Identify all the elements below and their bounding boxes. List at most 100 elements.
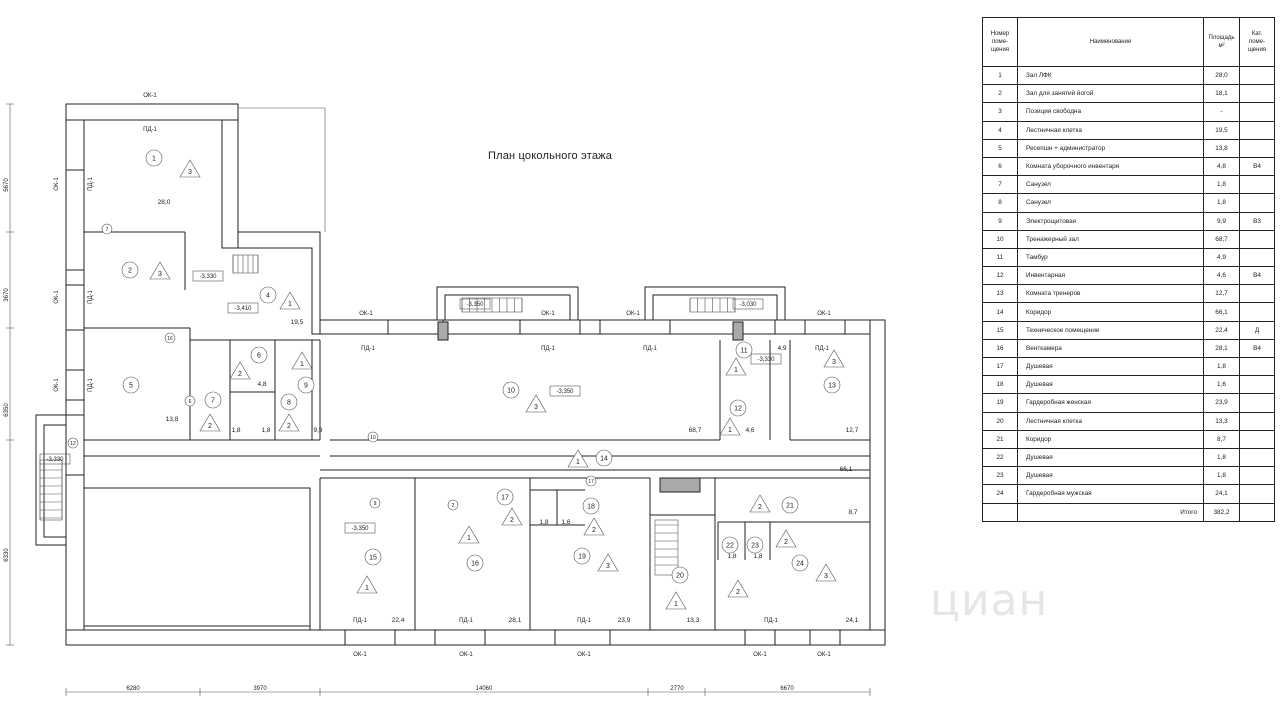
window-label-ok: ОК-1 <box>54 290 60 304</box>
room-area: 1,8 <box>1203 447 1240 468</box>
category-triangle <box>501 507 523 526</box>
light-well-right-inner <box>652 294 778 320</box>
room-area: 4,6 <box>745 427 754 434</box>
room-category: 3 <box>534 404 538 411</box>
room-name: Инвентарная <box>1017 266 1204 286</box>
room-number: 17 <box>501 495 509 502</box>
room-category <box>1239 247 1275 268</box>
category-triangle <box>719 417 741 436</box>
room-area: 13,3 <box>687 617 700 624</box>
window-opening <box>65 284 85 331</box>
category-triangle <box>775 529 797 548</box>
room-area: 22,4 <box>1203 320 1240 340</box>
window-label-ok: ОК-1 <box>353 652 367 658</box>
room-number: 12 <box>734 406 742 413</box>
column-hatch <box>437 321 449 341</box>
stair-flight <box>461 297 523 313</box>
room-number: 18 <box>982 375 1018 395</box>
window-label-pd: ПД-1 <box>88 289 94 303</box>
stair-flight <box>232 254 259 274</box>
wall-right <box>869 319 886 646</box>
level-mark: -3,030 <box>739 302 757 308</box>
room-area: 4,6 <box>1203 266 1240 286</box>
room-name: Зал ЛФК <box>1017 65 1204 86</box>
room-area: 23,9 <box>1203 393 1240 413</box>
room-number-circle <box>791 554 809 572</box>
room-number: 2 <box>128 268 132 275</box>
room-category: В4 <box>1239 338 1275 359</box>
room-number: 19 <box>982 393 1018 413</box>
door-tag-circle <box>447 499 459 511</box>
room-name: Душевая <box>1017 447 1204 468</box>
window-label-pd: ПД-1 <box>353 618 367 624</box>
room-category: 3 <box>824 573 828 580</box>
room-number-circle <box>573 547 591 565</box>
dimension-left: 6350 <box>4 403 10 417</box>
room-number: 1 <box>152 156 156 163</box>
window-opening <box>434 629 486 646</box>
room-number: 18 <box>587 504 595 511</box>
room-name: Тамбур <box>1017 247 1204 268</box>
window-opening <box>554 629 611 646</box>
room-number: 21 <box>982 429 1018 449</box>
room-category: 1 <box>467 535 471 542</box>
level-box <box>459 298 491 310</box>
room-area: 1,8 <box>1203 193 1240 213</box>
plan-title: План цокольного этажа <box>487 150 613 162</box>
room-category: 1 <box>300 361 304 368</box>
room-category: 1 <box>288 301 292 308</box>
window-opening <box>844 319 871 335</box>
category-triangle <box>279 291 301 310</box>
room-number: 23 <box>751 543 759 550</box>
room-number-circle <box>781 496 799 514</box>
room-area: 24,1 <box>846 617 859 624</box>
room-category <box>1239 429 1275 449</box>
room-category: 2 <box>510 517 514 524</box>
category-triangle <box>179 159 201 178</box>
category-triangle <box>458 525 480 544</box>
room-category <box>1239 229 1275 249</box>
room-number-circle <box>595 449 613 467</box>
level-box <box>192 270 224 282</box>
room-number: 5 <box>129 383 133 390</box>
room-category <box>1239 65 1275 86</box>
room-area: 22,4 <box>392 617 405 624</box>
room-number: 24 <box>982 484 1018 504</box>
inner-wall <box>83 119 871 631</box>
room-category: 3 <box>188 169 192 176</box>
room-area: 28,0 <box>158 199 171 206</box>
room-number: 23 <box>982 466 1018 486</box>
category-triangle <box>815 563 837 582</box>
door-tag-circle <box>369 497 381 509</box>
dimension-bottom: 6670 <box>780 686 794 692</box>
room-number-circle <box>746 536 764 554</box>
room-area: 66,1 <box>1203 302 1240 322</box>
room-category <box>1239 447 1275 468</box>
room-area: 4,9 <box>777 345 786 352</box>
room-name: Санузел <box>1017 175 1204 195</box>
wall-column <box>221 119 239 249</box>
room-category: 1 <box>734 367 738 374</box>
room-number-circle <box>671 566 689 584</box>
room-number: 22 <box>982 447 1018 468</box>
stair-flight <box>39 459 63 521</box>
category-triangle <box>597 553 619 572</box>
door-tag-circle <box>585 475 597 487</box>
room-area: 1,8 <box>727 553 736 560</box>
room-number: 22 <box>726 543 734 550</box>
room-number: 10 <box>982 229 1018 249</box>
room-area: 66,1 <box>840 466 853 473</box>
window-label-ok: ОК-1 <box>577 652 591 658</box>
room-area: 68,7 <box>1203 229 1240 249</box>
level-mark: -3,330 <box>199 274 217 280</box>
room-number-circle <box>204 391 222 409</box>
